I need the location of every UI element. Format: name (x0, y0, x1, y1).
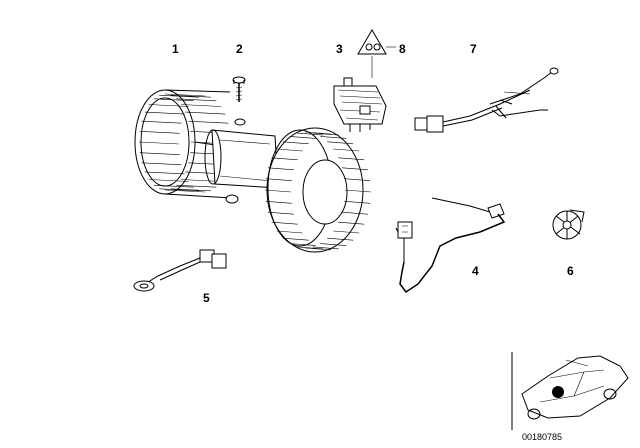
callout-5: 5 (203, 291, 210, 305)
vehicle-location-thumbnail (511, 352, 629, 430)
callout-7: 7 (470, 42, 477, 56)
callout-6: 6 (567, 264, 574, 278)
callout-3: 3 (336, 42, 343, 56)
callout-8: 8 (399, 42, 406, 56)
blower-motor-drawing (134, 89, 372, 253)
warning-label-drawing (357, 29, 396, 78)
cable-plug-drawing (133, 249, 227, 292)
callout-1: 1 (172, 42, 179, 56)
resistor-drawing (333, 77, 387, 132)
callout-4: 4 (472, 264, 479, 278)
temperature-sensor-drawing (395, 197, 506, 294)
callout-2: 2 (236, 42, 243, 56)
location-dot (552, 386, 564, 398)
screw-drawing (232, 76, 246, 102)
wiring-harness-drawing (414, 67, 559, 133)
drawing-number: 00180785 (522, 432, 562, 442)
fan-wheel-drawing (552, 209, 585, 240)
